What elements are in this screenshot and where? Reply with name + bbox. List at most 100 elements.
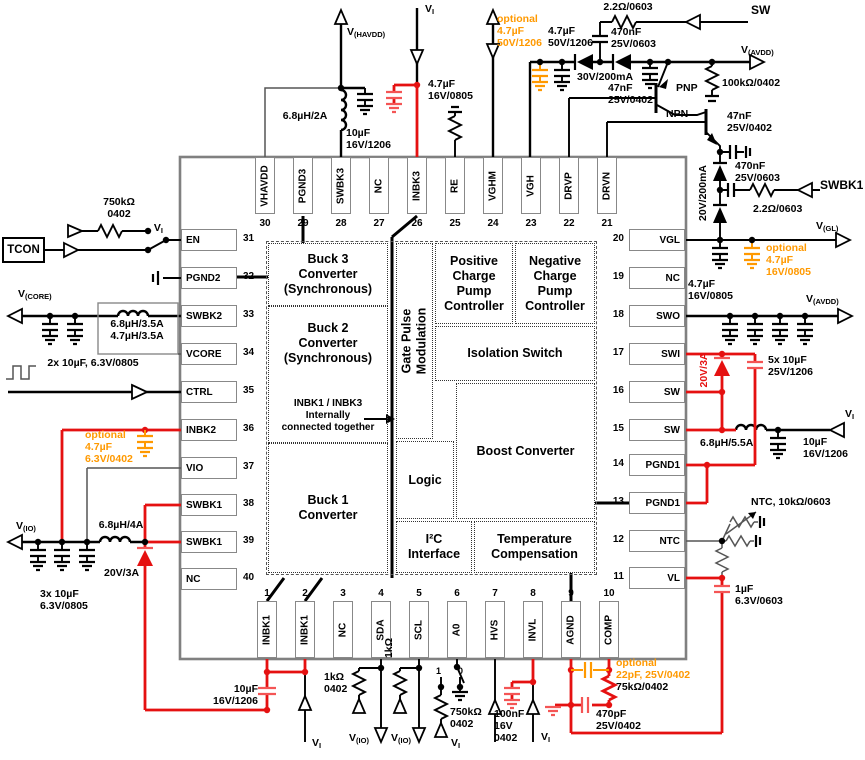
pin-label-PGND3: PGND3 <box>297 168 309 203</box>
black-wires <box>6 8 838 742</box>
pin-label-INBK2: INBK2 <box>186 424 217 436</box>
label-diode-20v3a-right: 20V/3A <box>698 352 710 388</box>
pin-box-PGND1: PGND1 <box>629 492 685 514</box>
pin-number-17: 17 <box>612 347 624 358</box>
orange-optional-parts <box>137 62 760 678</box>
pin-number-29: 29 <box>297 218 309 229</box>
signal-arrows <box>5 7 855 745</box>
pin-number-10: 10 <box>603 588 615 599</box>
pin-label-SWBK2: SWBK2 <box>186 310 223 322</box>
pin-box-EN: EN <box>181 229 237 251</box>
pin-box-SCL: SCL <box>409 601 429 658</box>
pin-box-PGND2: PGND2 <box>181 267 237 289</box>
pin-label-COMP: COMP <box>603 614 615 645</box>
label-sw-net: SW <box>751 3 771 17</box>
pin-label-NC: NC <box>373 178 385 193</box>
pin-box-DRVN: DRVN <box>597 157 617 214</box>
pin-number-4: 4 <box>378 588 384 599</box>
pin-box-SWBK1: SWBK1 <box>181 531 237 553</box>
pin-number-21: 21 <box>601 218 613 229</box>
label-swbk1-net: SWBK1 <box>820 178 864 192</box>
pin-number-24: 24 <box>487 218 499 229</box>
label-vcore-net: V(CORE) <box>18 288 52 301</box>
label-vi-inbk3: VI <box>425 3 435 16</box>
pin-box-NC: NC <box>333 601 353 658</box>
pin-label-SDA: SDA <box>375 618 387 641</box>
pin-box-VIO: VIO <box>181 457 237 479</box>
pin-box-SWBK2: SWBK2 <box>181 305 237 327</box>
label-a0-1: 1 <box>436 666 442 676</box>
pin-number-38: 38 <box>243 498 255 509</box>
pin-label-SWI: SWI <box>661 348 680 360</box>
pin-box-DRVP: DRVP <box>559 157 579 214</box>
label-vio-sda: V(IO) <box>349 732 369 745</box>
pin-box-VL: VL <box>629 567 685 589</box>
pin-number-33: 33 <box>243 309 255 320</box>
pin-number-35: 35 <box>243 385 255 396</box>
label-res75k: 75kΩ/0402 <box>616 681 669 693</box>
pin-label-DRVP: DRVP <box>563 171 575 200</box>
pin-number-31: 31 <box>243 233 255 244</box>
label-vi-boost: VI <box>845 408 855 421</box>
pin-box-NC: NC <box>181 568 237 590</box>
label-ntc-lbl: NTC, 10kΩ/0603 <box>751 496 831 508</box>
pin-number-20: 20 <box>612 233 624 244</box>
pin-number-40: 40 <box>243 572 255 583</box>
label-vi-pin2: VI <box>312 737 322 750</box>
pin-box-SDA: SDA <box>371 601 391 658</box>
pin-number-26: 26 <box>411 218 423 229</box>
pin-number-36: 36 <box>243 423 255 434</box>
pin-box-SW: SW <box>629 381 685 403</box>
pin-number-13: 13 <box>612 496 624 507</box>
pin-number-8: 8 <box>530 588 536 599</box>
label-ind-buck3: 6.8µH/2A <box>282 110 328 122</box>
pin-label-VL: VL <box>667 572 680 584</box>
pin-number-15: 15 <box>612 423 624 434</box>
pin-box-NC: NC <box>369 157 389 214</box>
pin-label-SWBK1: SWBK1 <box>186 499 223 511</box>
pin-box-SW: SW <box>629 419 685 441</box>
pin-label-INBK1: INBK1 <box>261 614 273 645</box>
pin-number-32: 32 <box>243 271 255 282</box>
pin-box-A0: A0 <box>447 601 467 658</box>
pin-number-34: 34 <box>243 347 255 358</box>
pin-number-16: 16 <box>612 385 624 396</box>
pin-number-23: 23 <box>525 218 537 229</box>
pin-number-30: 30 <box>259 218 271 229</box>
pin-number-1: 1 <box>264 588 270 599</box>
pin-number-18: 18 <box>612 309 624 320</box>
pin-label-VGHM: VGHM <box>487 170 499 201</box>
block-label-boost: Boost Converter <box>476 443 575 458</box>
pin-box-VHAVDD: VHAVDD <box>255 157 275 214</box>
pin-label-VGL: VGL <box>659 234 680 246</box>
pin-label-NC: NC <box>337 622 349 637</box>
label-diodes-20v200: 20V/200mA <box>697 164 709 222</box>
pin-number-27: 27 <box>373 218 385 229</box>
pin-number-11: 11 <box>613 571 624 582</box>
pin-box-NC: NC <box>629 267 685 289</box>
label-res22-sw: 2.2Ω/0603 <box>603 1 653 13</box>
label-res1k-scl: 1kΩ <box>383 637 395 659</box>
block-boost: Boost Converter <box>456 383 595 519</box>
